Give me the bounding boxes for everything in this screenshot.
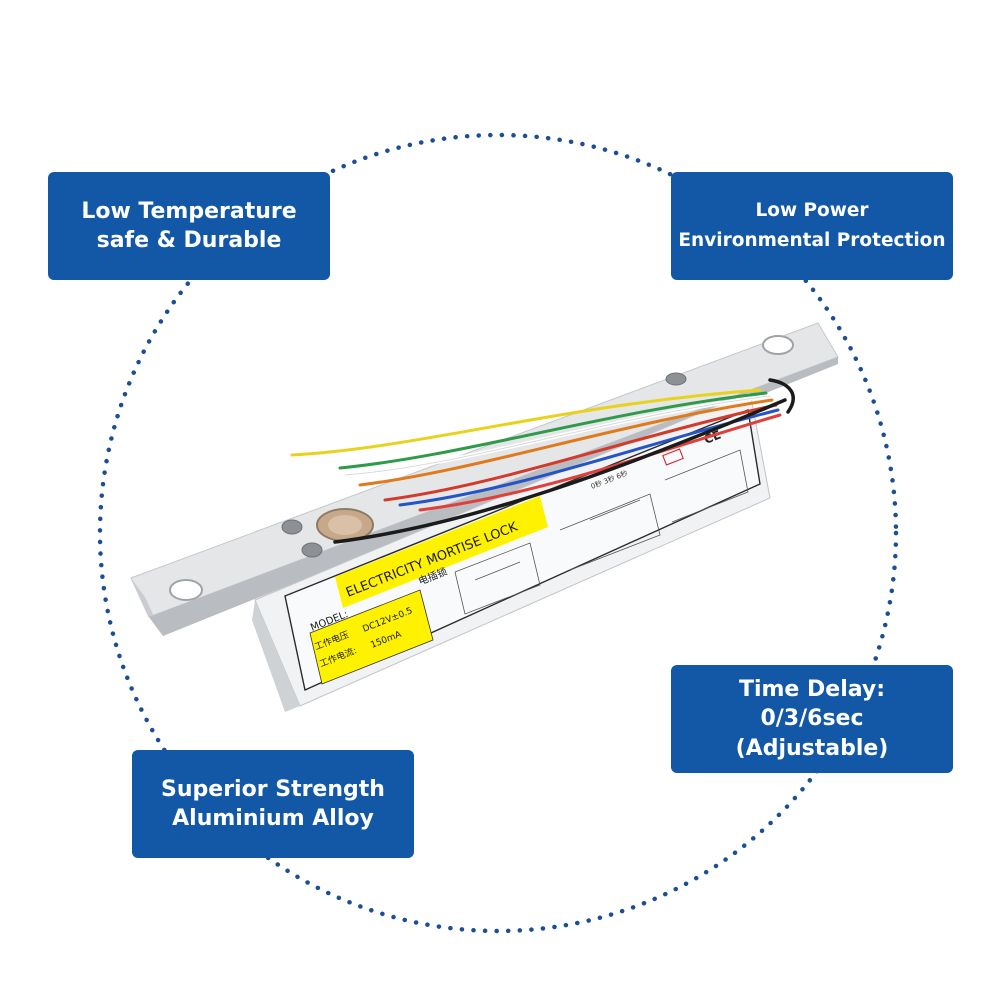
feature-text-line1: Low Temperature <box>81 198 297 224</box>
feature-text-line3: (Adjustable) <box>735 735 889 761</box>
feature-text-line2: Aluminium Alloy <box>172 806 374 831</box>
feature-box-superior-strength: Superior Strength Aluminium Alloy <box>132 750 414 858</box>
feature-text-line1: Time Delay: <box>738 677 886 703</box>
screw-hole-left <box>169 579 203 601</box>
feature-text-line2: safe & Durable <box>96 228 282 253</box>
feature-box-time-delay: Time Delay: 0/3/6sec (Adjustable) <box>671 665 953 773</box>
feature-box-low-temperature: Low Temperature safe & Durable <box>48 172 330 280</box>
feature-text-line2: Environmental Protection <box>678 230 946 251</box>
feature-text-line2: 0/3/6sec <box>760 706 864 732</box>
feature-text-line1: Low Power <box>755 200 869 222</box>
feature-box-low-power: Low Power Environmental Protection <box>671 172 953 280</box>
wire-bundle <box>290 378 795 544</box>
feature-text-line1: Superior Strength <box>161 776 385 802</box>
screw-hole-right <box>762 335 794 355</box>
